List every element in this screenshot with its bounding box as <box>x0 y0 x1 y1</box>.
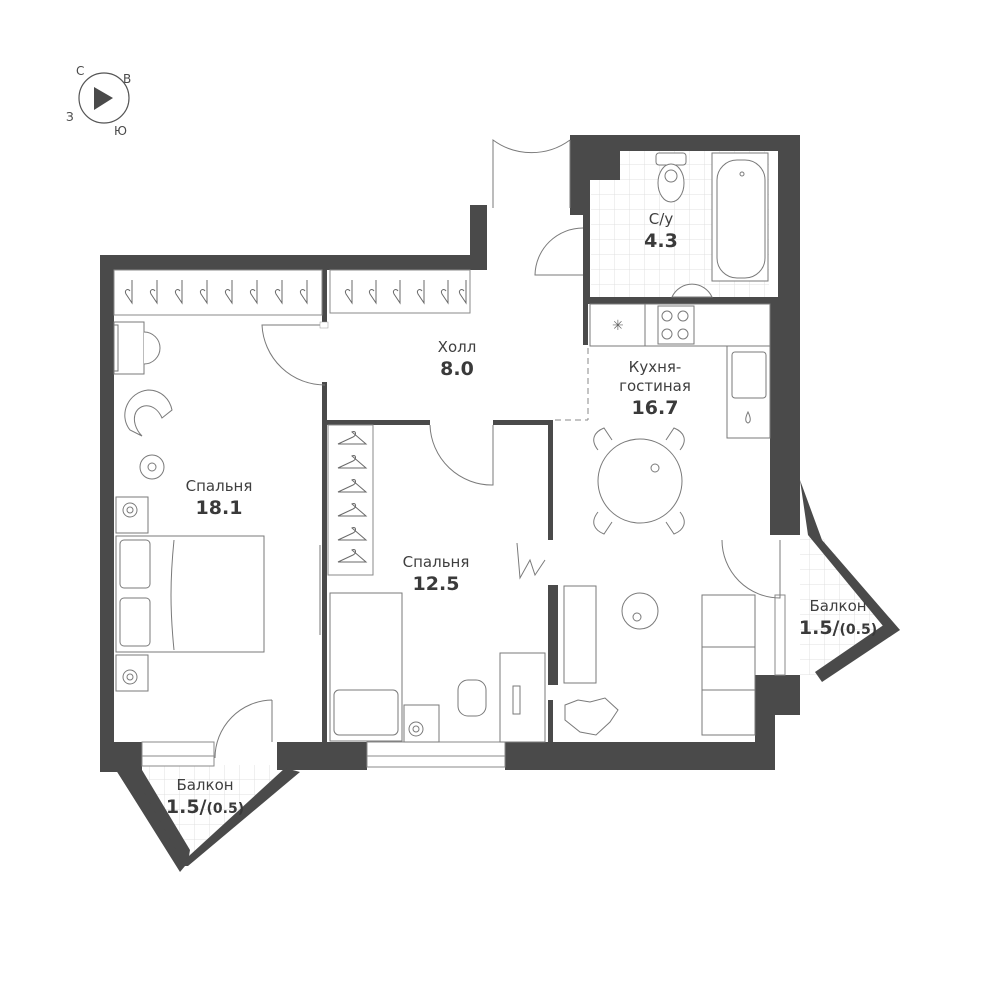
room-area: 12.5 <box>412 573 460 595</box>
kitchen-hall-divider <box>555 348 589 421</box>
room-label-kitchen: Кухня- гостиная 16.7 <box>619 358 691 420</box>
room-label-hall: Холл 8.0 <box>438 338 477 381</box>
room-label-bathroom: С/у 4.3 <box>644 210 678 253</box>
bedroom-small-furniture <box>329 542 546 743</box>
room-area: 1.5/(0.5) <box>799 616 877 642</box>
room-area: 8.0 <box>440 358 474 380</box>
room-name: Спальня <box>402 553 470 571</box>
chair <box>457 679 487 717</box>
windows <box>141 594 786 768</box>
wardrobe-bedroom-small <box>327 424 374 576</box>
desk-small <box>499 652 546 743</box>
room-area: 4.3 <box>644 230 678 252</box>
sofa <box>701 594 756 736</box>
compass-north-label: С <box>76 64 85 78</box>
room-area: 1.5/(0.5) <box>166 795 244 821</box>
toilet-tank <box>655 152 687 166</box>
door-frame <box>319 321 329 329</box>
stool <box>143 331 161 365</box>
room-label-balcony-left: Балкон 1.5/(0.5) <box>166 776 244 821</box>
kitchen-fixtures: ✳ <box>563 303 771 736</box>
dining-table <box>597 438 683 524</box>
coffee-table <box>621 592 659 630</box>
room-name-line1: Кухня- <box>628 358 682 376</box>
compass-south-label: Ю <box>114 124 127 138</box>
washbasin <box>671 283 713 298</box>
bedroom-large-furniture <box>113 321 265 692</box>
room-name: С/у <box>648 210 674 228</box>
compass-arrow-icon <box>94 87 113 110</box>
compass <box>78 72 130 124</box>
area-total: 1.5/ <box>165 796 207 818</box>
room-name: Холл <box>437 338 477 356</box>
tv-stand <box>563 585 597 684</box>
room-name: Балкон <box>809 597 867 615</box>
compass-east-label: В <box>123 72 132 86</box>
door-swings <box>214 139 781 759</box>
balcony-walls <box>116 480 900 872</box>
exterior-walls <box>100 135 800 772</box>
room-name: Балкон <box>176 776 234 794</box>
stove <box>657 305 695 345</box>
area-reduced: (0.5) <box>839 622 878 638</box>
room-area: 18.1 <box>195 497 243 519</box>
room-label-bedroom-large: Спальня 18.1 <box>186 477 253 520</box>
sink <box>731 351 767 399</box>
washing-machine <box>403 704 440 743</box>
room-label-balcony-right: Балкон 1.5/(0.5) <box>799 597 877 642</box>
bathroom-fixtures <box>655 152 769 298</box>
room-label-bedroom-small: Спальня 12.5 <box>403 553 470 596</box>
wardrobe-hall <box>329 269 471 314</box>
room-area: 16.7 <box>631 397 679 419</box>
svg-text:✳: ✳ <box>612 318 624 334</box>
room-name-line2: гостиная <box>619 377 691 395</box>
compass-west-label: З <box>66 110 74 124</box>
toilet-bowl <box>657 163 685 203</box>
armchair <box>124 389 173 437</box>
area-reduced: (0.5) <box>206 801 245 817</box>
wardrobe-bedroom-large <box>113 269 323 316</box>
room-name: Спальня <box>185 477 253 495</box>
plant <box>564 697 619 736</box>
compass-ring <box>78 72 130 124</box>
area-total: 1.5/ <box>798 617 840 639</box>
